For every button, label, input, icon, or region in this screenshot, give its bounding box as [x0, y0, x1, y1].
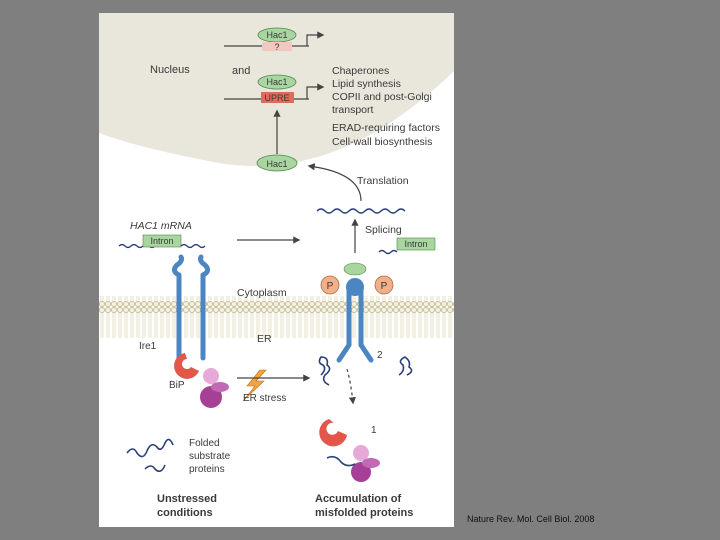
phosphate-left-label: P	[327, 281, 334, 292]
nucleus-region	[99, 13, 454, 167]
nucleus-label: Nucleus	[150, 64, 190, 76]
svg-text:misfolded proteins: misfolded proteins	[315, 507, 413, 519]
ire1-inactive	[171, 254, 211, 364]
excised-mrna	[378, 249, 398, 255]
target-gene-list: Chaperones Lipid synthesis COPII and pos…	[332, 65, 440, 148]
ire1-active	[336, 288, 374, 363]
svg-text:ERAD-requiring factors: ERAD-requiring factors	[332, 122, 440, 134]
svg-text:COPII and post-Golgi: COPII and post-Golgi	[332, 91, 432, 103]
translation-arrow	[307, 163, 362, 202]
mrna-left-exon2	[180, 243, 206, 249]
diagram-canvas: Nucleus and Hac1 ? Hac1 UPRE Chaperones …	[99, 13, 454, 519]
folded-protein-coil2	[144, 464, 166, 473]
upre-label: UPRE	[264, 93, 289, 103]
folded-protein-coil	[126, 438, 174, 458]
intron-left-box	[142, 234, 182, 248]
hac1-mrna-label: HAC1 mRNA	[130, 220, 192, 232]
intron-right-box	[396, 237, 436, 251]
cytoplasm-label: Cytoplasm	[237, 287, 287, 299]
question-box	[262, 42, 292, 51]
svg-text:Cell-wall biosynthesis: Cell-wall biosynthesis	[332, 136, 432, 148]
bip-right	[319, 419, 347, 447]
svg-text:transport: transport	[332, 104, 374, 116]
er-stress-label: ER stress	[243, 393, 286, 404]
er-label: ER	[257, 333, 272, 345]
citation-text: Nature Rev. Mol. Cell Biol. 2008	[467, 514, 595, 524]
chaperone-purple-left	[200, 368, 229, 408]
splicing-label: Splicing	[365, 224, 402, 236]
folded-substrate-label: Folded substrate proteins	[189, 438, 231, 475]
phosphate-right	[374, 275, 394, 295]
step1-label: 1	[371, 425, 377, 436]
intron-left-label: Intron	[150, 236, 173, 246]
question-label: ?	[274, 42, 279, 52]
hac1-top-label: Hac1	[266, 30, 287, 40]
er-membrane	[99, 296, 454, 338]
upre-gene-arrow	[306, 83, 325, 99]
svg-text:proteins: proteins	[189, 464, 225, 475]
misfolded-protein-b	[398, 356, 413, 376]
hac1-cyto-label: Hac1	[266, 159, 287, 169]
intron-right-label: Intron	[404, 239, 427, 249]
unstressed-caption: Unstressed conditions	[157, 493, 217, 519]
hac1-cyto-bubble	[256, 154, 298, 172]
bip-label: BiP	[169, 380, 185, 391]
chaperone-purple-right	[351, 445, 380, 482]
svg-text:conditions: conditions	[157, 507, 213, 519]
and-label: and	[232, 65, 250, 77]
ire1-rnase-domain	[343, 262, 367, 276]
step2-label: 2	[377, 350, 383, 361]
svg-text:Chaperones: Chaperones	[332, 65, 389, 77]
upre-box	[261, 92, 294, 103]
ire1-kinase-domain	[346, 278, 364, 296]
svg-text:substrate: substrate	[189, 451, 231, 462]
spliced-mrna	[316, 208, 406, 214]
misfolded-protein-a	[318, 356, 331, 386]
top-gene-arrow	[306, 31, 325, 46]
er-stress-bolt	[242, 369, 267, 402]
svg-text:Accumulation of: Accumulation of	[315, 493, 402, 505]
bip-release-arrow	[346, 368, 357, 405]
bip-left	[174, 353, 199, 379]
phosphate-left	[320, 275, 340, 295]
phosphate-right-label: P	[381, 281, 388, 292]
ire1-label: Ire1	[139, 341, 157, 352]
svg-text:Unstressed: Unstressed	[157, 493, 217, 505]
translation-label: Translation	[357, 175, 409, 187]
hac1-upre-bubble	[257, 74, 297, 90]
misfolded-protein-c	[326, 455, 356, 467]
hac1-upre-label: Hac1	[266, 77, 287, 87]
svg-text:Folded: Folded	[189, 438, 220, 449]
svg-text:Lipid synthesis: Lipid synthesis	[332, 78, 401, 90]
upr-pathway-diagram: Nucleus and Hac1 ? Hac1 UPRE Chaperones …	[99, 13, 454, 527]
accumulation-caption: Accumulation of misfolded proteins	[315, 493, 413, 519]
